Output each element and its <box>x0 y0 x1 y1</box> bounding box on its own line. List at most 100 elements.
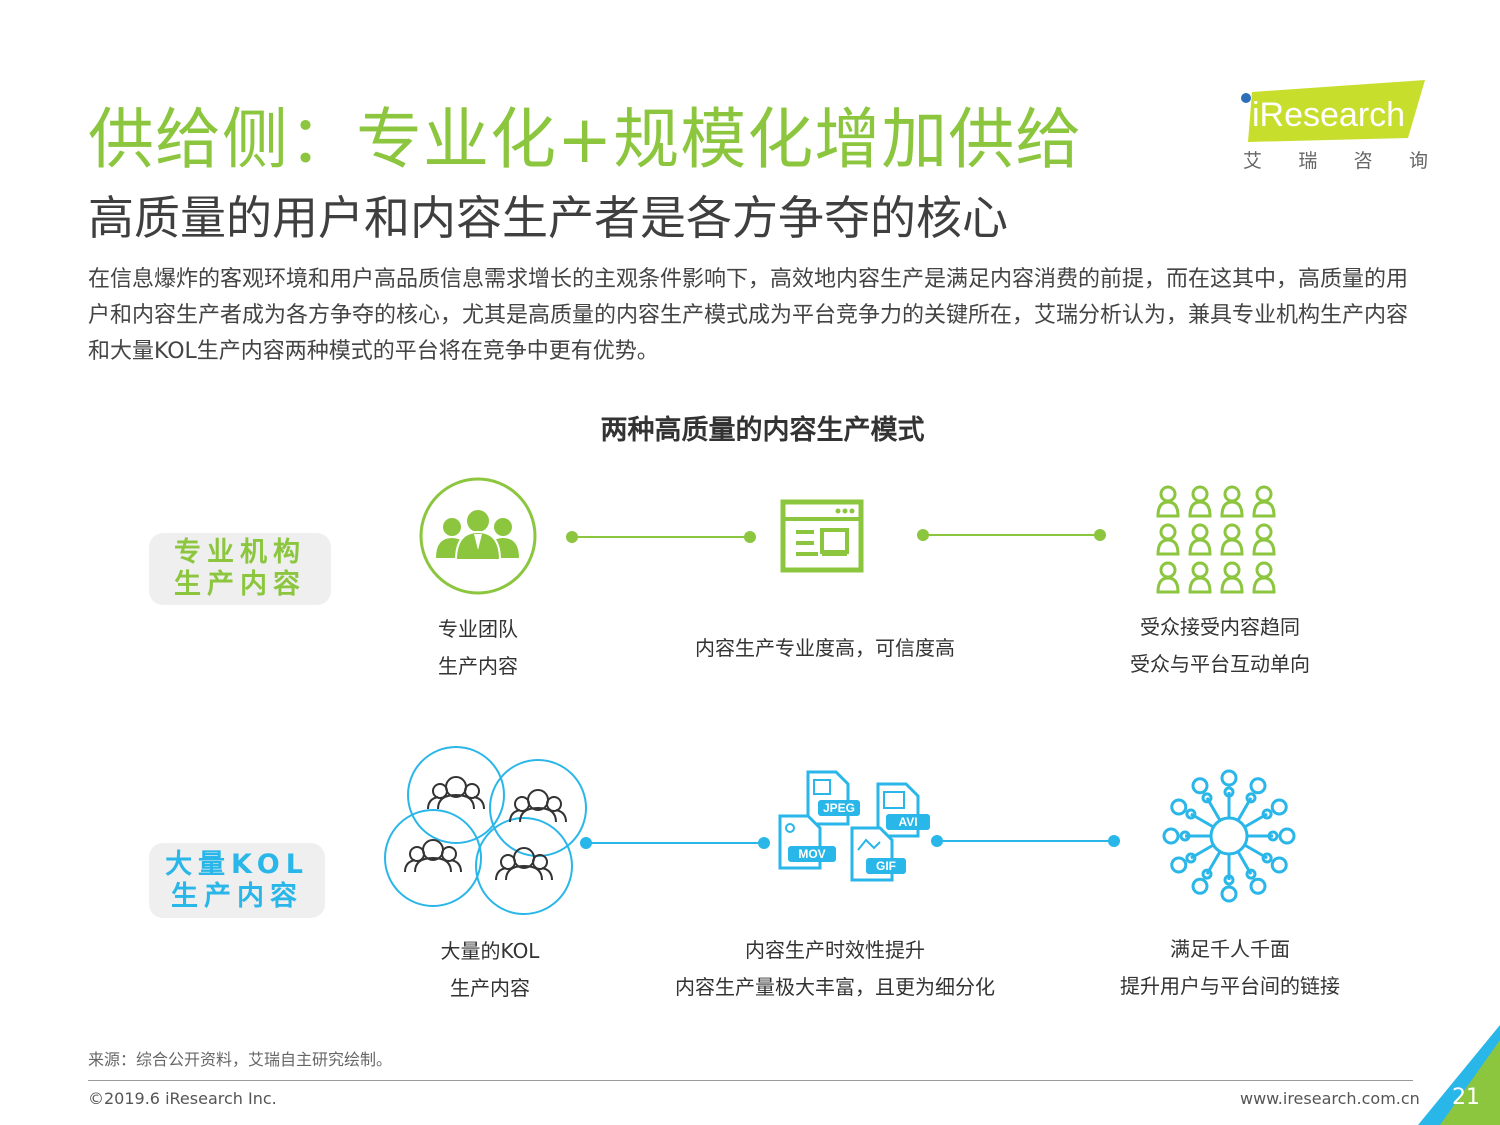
hub-node <box>1245 792 1257 804</box>
hub-user-icon <box>1191 877 1209 895</box>
caption-line: 生产内容 <box>438 654 518 678</box>
audience-person-head <box>1159 485 1177 503</box>
audience-person-body <box>1252 576 1276 594</box>
hub-node <box>1185 852 1197 864</box>
intro-paragraph: 在信息爆炸的客观环境和用户高品质信息需求增长的主观条件影响下，高效地内容生产是满… <box>88 267 1409 364</box>
hub-user-icon <box>1220 769 1238 787</box>
page-subtitle: 高质量的用户和内容生产者是各方争夺的核心 <box>88 191 1008 245</box>
website-link[interactable]: www.iresearch.com.cn <box>1240 1089 1420 1108</box>
hub-node <box>1223 874 1235 886</box>
audience-person-head <box>1255 485 1273 503</box>
logo-cn-text: 艾 瑞 咨 询 <box>1243 146 1428 173</box>
hub-node <box>1179 830 1191 842</box>
kol-people-glyph <box>404 776 567 881</box>
audience-person-head <box>1255 523 1273 541</box>
connector-line <box>580 837 770 849</box>
audience-person-body <box>1156 500 1180 518</box>
audience-person-head <box>1191 523 1209 541</box>
caption-line: 受众接受内容趋同 <box>1140 615 1300 639</box>
page-number: 21 <box>1452 1085 1480 1110</box>
caption-line: 满足千人千面 <box>1170 937 1290 961</box>
audience-person-body <box>1188 538 1212 556</box>
team-icon <box>419 477 537 595</box>
hub-node <box>1201 792 1213 804</box>
tag-professional: 专业机构 生产内容 <box>149 533 331 605</box>
caption-professional-quality: 内容生产专业度高，可信度高 <box>660 630 990 667</box>
logo-cn-char: 询 <box>1408 150 1428 172</box>
caption-kol-personalization: 满足千人千面 提升用户与平台间的链接 <box>1090 931 1370 1005</box>
hub-user-icon <box>1249 877 1267 895</box>
tag-kol: 大量KOL 生产内容 <box>149 843 325 918</box>
file-badge-avi: AVI <box>898 815 917 829</box>
page-title: 供给侧：专业化+规模化增加供给 <box>88 101 1083 178</box>
logo-cn-char: 咨 <box>1353 150 1373 172</box>
caption-line: 专业团队 <box>438 617 518 641</box>
audience-person-head <box>1255 561 1273 579</box>
audience-grid-icon <box>1156 485 1276 594</box>
logo-text: iResearch <box>1252 96 1405 134</box>
article-window-icon <box>780 499 864 573</box>
hub-node <box>1267 830 1279 842</box>
caption-professional-team: 专业团队 生产内容 <box>378 611 578 685</box>
hub-user-icon <box>1270 856 1288 874</box>
audience-person-head <box>1223 561 1241 579</box>
audience-person-head <box>1223 485 1241 503</box>
caption-professional-audience: 受众接受内容趋同 受众与平台互动单向 <box>1090 609 1350 683</box>
hub-node <box>1261 852 1273 864</box>
audience-person-head <box>1223 523 1241 541</box>
file-badge-mov: MOV <box>798 847 825 861</box>
file-badge-jpeg: JPEG <box>823 801 855 815</box>
file-badge-gif: GIF <box>876 859 896 873</box>
audience-person-body <box>1156 538 1180 556</box>
audience-person-head <box>1159 561 1177 579</box>
caption-kol-volume: 内容生产时效性提升 内容生产量极大丰富，且更为细分化 <box>640 932 1030 1006</box>
hub-node <box>1245 868 1257 880</box>
corner-decoration <box>1418 1025 1500 1125</box>
caption-kol-producers: 大量的KOL 生产内容 <box>390 933 590 1007</box>
hub-user-icon <box>1170 856 1188 874</box>
hub-user-icon <box>1170 798 1188 816</box>
hub-user-icon <box>1270 798 1288 816</box>
hub-node <box>1185 808 1197 820</box>
tag-line: 生产内容 <box>174 569 306 600</box>
hub-user-icon <box>1162 827 1180 845</box>
logo-cn-char: 瑞 <box>1298 150 1318 172</box>
connector-line <box>931 835 1120 847</box>
caption-line: 内容生产时效性提升 <box>745 938 925 962</box>
diagram-title: 两种高质量的内容生产模式 <box>600 415 925 446</box>
audience-person-head <box>1191 485 1209 503</box>
audience-person-body <box>1156 576 1180 594</box>
media-files-icon: JPEG AVI MOV GIF <box>778 770 930 882</box>
hub-user-icon <box>1191 777 1209 795</box>
user-hub-network-icon <box>1162 769 1296 903</box>
hub-node <box>1223 786 1235 798</box>
logo-cn-char: 艾 <box>1243 150 1263 172</box>
audience-person-body <box>1188 500 1212 518</box>
hub-user-icon <box>1220 885 1238 903</box>
caption-line: 内容生产专业度高，可信度高 <box>695 636 955 660</box>
tag-line: 大量KOL <box>165 848 309 880</box>
connector-line <box>566 531 756 543</box>
audience-person-head <box>1191 561 1209 579</box>
hub-user-icon <box>1278 827 1296 845</box>
iresearch-logo: iResearch <box>1241 80 1425 142</box>
caption-line: 大量的KOL <box>440 939 540 963</box>
audience-person-body <box>1188 576 1212 594</box>
hub-user-icon <box>1249 777 1267 795</box>
source-note: 来源：综合公开资料，艾瑞自主研究绘制。 <box>88 1050 393 1069</box>
tag-line: 专业机构 <box>174 537 306 568</box>
connector-line <box>917 529 1106 541</box>
caption-line: 提升用户与平台间的链接 <box>1120 974 1340 998</box>
caption-line: 内容生产量极大丰富，且更为细分化 <box>675 975 995 999</box>
kol-group-icon <box>384 746 587 915</box>
copyright-text: ©2019.6 iResearch Inc. <box>88 1089 277 1108</box>
tag-line: 生产内容 <box>171 880 303 912</box>
hub-node <box>1261 808 1273 820</box>
audience-person-body <box>1220 576 1244 594</box>
caption-line: 受众与平台互动单向 <box>1130 652 1310 676</box>
audience-person-body <box>1220 538 1244 556</box>
hub-node <box>1201 868 1213 880</box>
audience-person-body <box>1220 500 1244 518</box>
caption-line: 生产内容 <box>450 976 530 1000</box>
